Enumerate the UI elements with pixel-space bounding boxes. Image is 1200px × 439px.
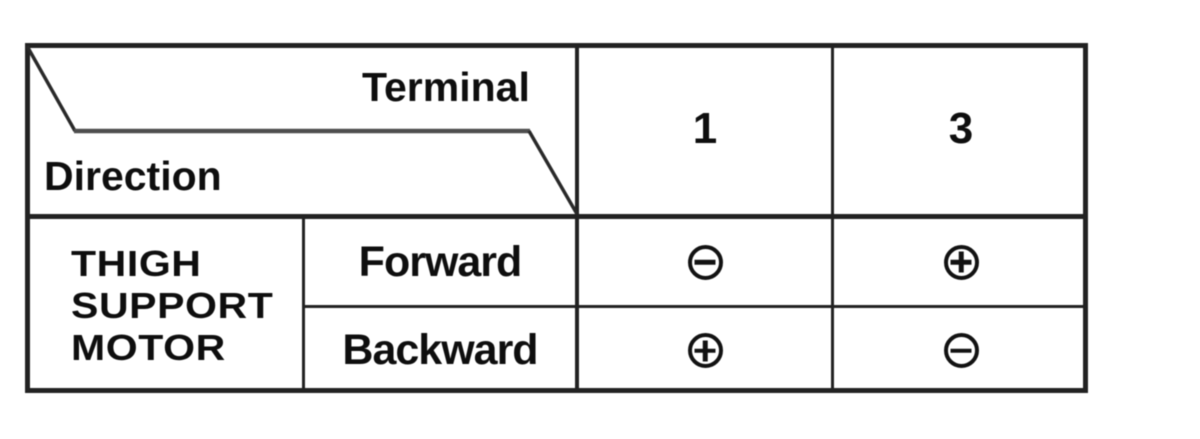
row-group-thigh-support-motor: THIGH SUPPORT MOTOR bbox=[30, 219, 302, 393]
circled-minus-icon bbox=[943, 333, 979, 368]
direction-backward-label: Backward bbox=[342, 326, 538, 374]
circled-plus-icon bbox=[687, 333, 723, 368]
circled-minus-icon bbox=[687, 244, 723, 280]
cell-forward-terminal-3 bbox=[834, 219, 1088, 305]
row-group-line-3: MOTOR bbox=[71, 327, 226, 368]
grid-hline-header-bottom bbox=[25, 214, 1088, 219]
circled-plus-icon bbox=[943, 244, 979, 280]
grid-hline-forward-backward bbox=[303, 305, 1088, 308]
grid-vline-motor-direction bbox=[302, 216, 305, 393]
direction-axis-label: Direction bbox=[44, 153, 222, 199]
column-header-terminal-3: 3 bbox=[948, 103, 974, 153]
row-group-line-2: SUPPORT bbox=[71, 285, 274, 326]
column-header-terminal-1: 1 bbox=[692, 103, 718, 153]
direction-forward-label: Forward bbox=[358, 237, 523, 286]
cell-backward-terminal-1 bbox=[579, 308, 831, 393]
cell-backward-terminal-3 bbox=[834, 308, 1088, 393]
terminal-axis-label: Terminal bbox=[362, 64, 530, 110]
row-group-line-1: THIGH bbox=[71, 243, 202, 284]
cell-forward-terminal-1 bbox=[579, 219, 831, 305]
